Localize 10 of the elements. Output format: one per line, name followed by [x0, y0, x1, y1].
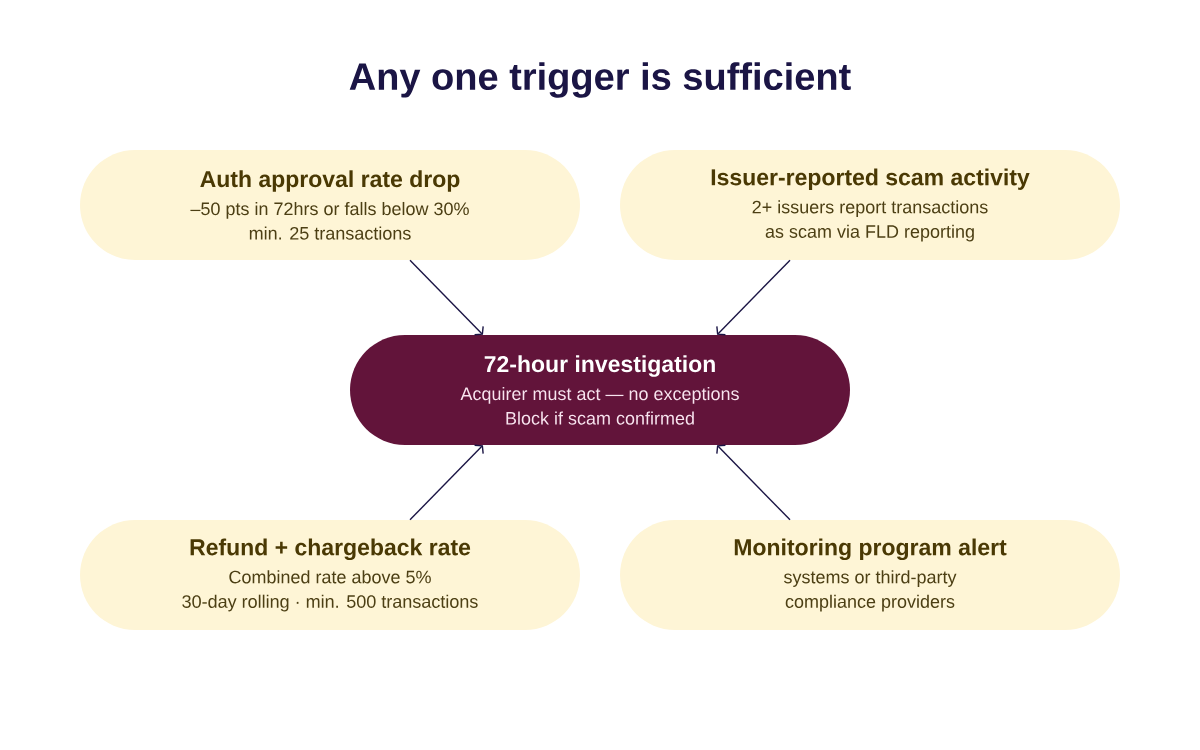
pill: Auth approval rate drop –50 pts in 72hrs or falls below 30% min. 25 transactions [80, 150, 580, 260]
title: Any one trigger is sufficient [349, 62, 851, 98]
pill: Refund + chargeback rate Combined rate above 5% 30-day rolling · min. 500 transactions [80, 520, 580, 630]
pill: Issuer-reported scam activity 2+ issuers report transactions as scam via FLD reporting [620, 150, 1120, 260]
arrow [409, 259, 484, 336]
arrow [716, 259, 791, 336]
pill: 72-hour investigation Acquirer must act — no exceptions Block if scam confirmed [350, 335, 850, 445]
arrow [716, 444, 791, 521]
arrow [409, 444, 484, 521]
pill: Monitoring program alert systems or third-party compliance providers [620, 520, 1120, 630]
